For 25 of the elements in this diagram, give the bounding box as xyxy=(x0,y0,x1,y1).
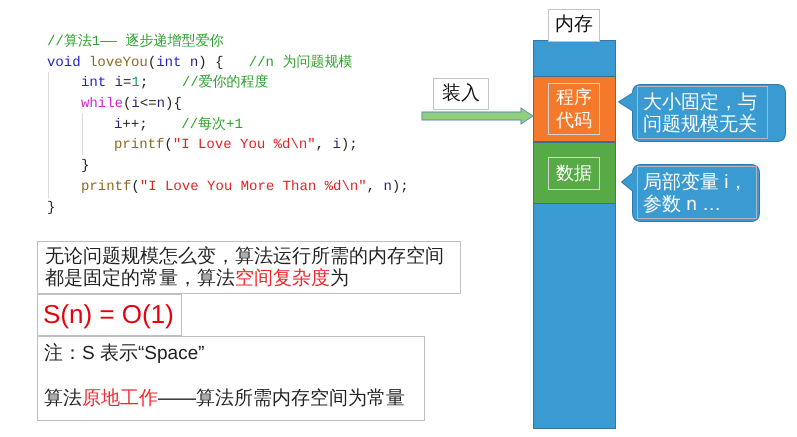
code-line: while(i<=n){ xyxy=(81,95,182,114)
note-box xyxy=(37,336,425,421)
description-text: 无论问题规模怎么变，算法运行所需的内存空间都是固定的常量，算法空间复杂度为 xyxy=(45,246,445,290)
note-text: 注：S 表示“Space” xyxy=(44,343,206,365)
memory-label: 内存 xyxy=(548,9,600,42)
callout-text: 大小固定，与问题规模无关 xyxy=(637,86,768,139)
code-line: int i=1; //爱你的程度 xyxy=(81,73,269,94)
code-line: printf("I Love You %d\n", i); xyxy=(114,136,358,156)
band-label: 数据 xyxy=(548,157,600,190)
note-text: 算法原地工作——算法所需内存空间为常量 xyxy=(44,388,406,410)
band-label: 程序代码 xyxy=(548,83,600,135)
memory-band xyxy=(534,142,615,204)
formula-text: S(n) = O(1) xyxy=(43,298,174,330)
block-arrow xyxy=(422,107,534,125)
text-box xyxy=(37,241,461,294)
memory-band xyxy=(534,76,615,142)
code-line: i++; //每次+1 xyxy=(114,116,243,135)
code-line: } xyxy=(47,198,56,218)
edge-label: 装入 xyxy=(433,78,489,110)
code-line: } xyxy=(81,157,90,176)
callout-text: 局部变量 i，参数 n … xyxy=(637,166,757,219)
code-line: printf("I Love You More Than %d\n", n); xyxy=(81,178,409,197)
code-line: void loveYou(int n) { //n 为问题规模 xyxy=(47,54,352,73)
code-line: //算法1—— 逐步递增型爱你 xyxy=(47,32,224,52)
formula-box xyxy=(37,294,182,336)
